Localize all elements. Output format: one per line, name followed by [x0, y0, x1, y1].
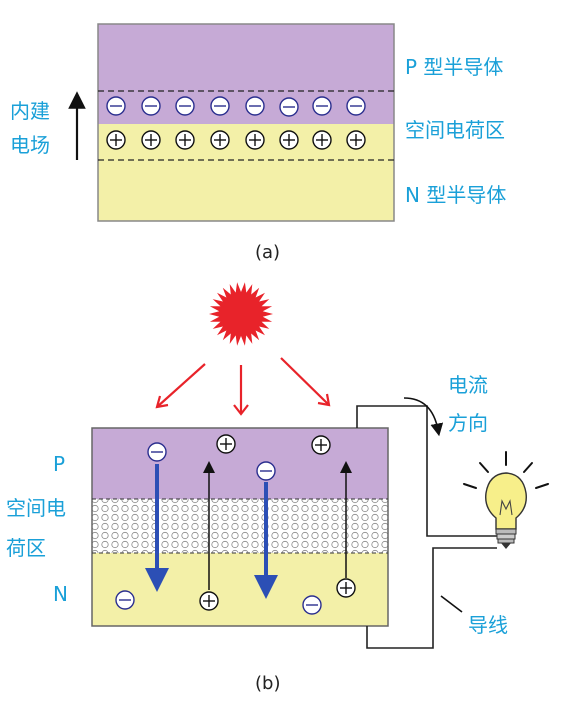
electron [147, 442, 167, 462]
wire-pointer [440, 595, 463, 613]
depletion-label-b-2: 荷区 [6, 536, 46, 560]
current-direction-label-2: 方向 [448, 411, 488, 435]
light-ray-left [156, 363, 206, 408]
negative-ion [346, 96, 366, 116]
negative-ion [106, 96, 126, 116]
positive-ion [210, 130, 230, 150]
panel-a-border [97, 23, 395, 222]
negative-ion [210, 96, 230, 116]
sun-icon [209, 282, 273, 346]
light-rays [155, 357, 331, 416]
built-in-field-label-2: 电场 [10, 133, 50, 157]
panel-b [91, 282, 549, 649]
positive-ion [279, 130, 299, 150]
positive-ion [312, 130, 332, 150]
built-in-field-label-1: 内建 [10, 99, 50, 123]
wire-label: 导线 [468, 613, 508, 637]
positive-ion [245, 130, 265, 150]
hole [199, 591, 219, 611]
negative-ions-row [106, 96, 366, 117]
current-direction-label-1: 电流 [448, 373, 488, 397]
negative-ion [279, 97, 299, 117]
caption-b: (b) [255, 673, 281, 694]
negative-ion [312, 96, 332, 116]
negative-ion [141, 96, 161, 116]
negative-ion [175, 96, 195, 116]
current-direction-arrow [403, 397, 444, 437]
light-bulb-icon [485, 472, 527, 549]
depletion-label-b-1: 空间电 [6, 496, 66, 520]
positive-ion [346, 130, 366, 150]
wire-bottom [366, 547, 497, 649]
p-label-b: P [53, 452, 66, 476]
depletion-region-b [92, 499, 388, 553]
n-label-b: N [53, 582, 68, 606]
light-ray-right [280, 357, 330, 406]
electron [115, 590, 135, 610]
panel-a [68, 23, 395, 222]
hole [311, 435, 331, 455]
positive-ion [175, 130, 195, 150]
p-region-b [92, 428, 388, 499]
bulb-glow-rays [463, 451, 549, 489]
hole [216, 434, 236, 454]
hole [336, 578, 356, 598]
electron [256, 461, 276, 481]
positive-ion [141, 130, 161, 150]
caption-a: (a) [255, 242, 281, 263]
p-type-label-a: P 型半导体 [405, 55, 504, 79]
positive-ions-row [106, 130, 366, 150]
panel-b-border [91, 427, 389, 627]
positive-ion [106, 130, 126, 150]
electron [302, 595, 322, 615]
n-type-label-a: N 型半导体 [405, 183, 507, 207]
depletion-label-a: 空间电荷区 [405, 118, 505, 142]
negative-ion [245, 96, 265, 116]
